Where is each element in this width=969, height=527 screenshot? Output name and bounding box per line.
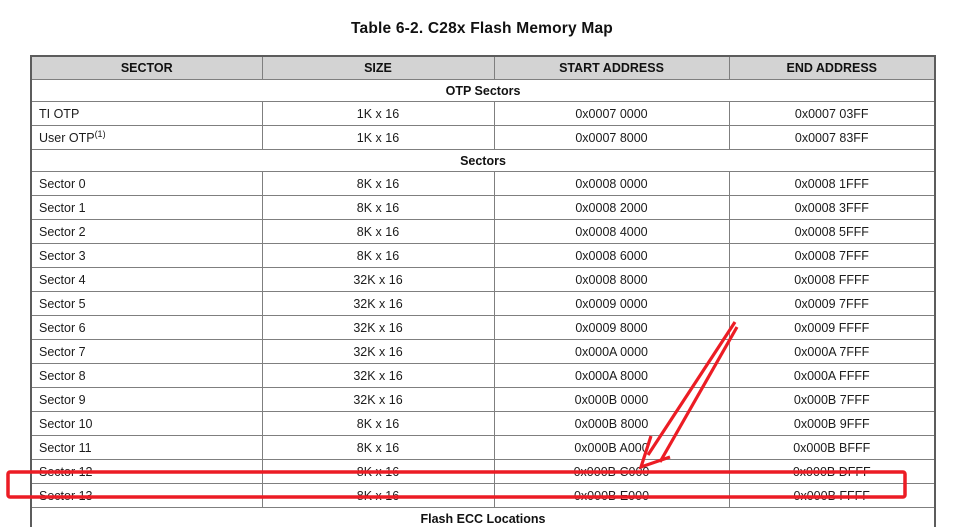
sector-cell: Sector 2: [30, 219, 263, 244]
size-cell: 32K x 16: [261, 291, 495, 316]
start-address-cell: 0x000B A000: [493, 435, 730, 460]
sector-cell: Sector 10: [30, 411, 263, 436]
column-header-end-address: END ADDRESS: [728, 55, 936, 80]
table-title: Table 6-2. C28x Flash Memory Map: [351, 20, 613, 37]
size-cell: 8K x 16: [261, 435, 495, 460]
column-header-start-address: START ADDRESS: [493, 55, 730, 80]
size-cell: 32K x 16: [261, 267, 495, 292]
sector-cell: Sector 1: [30, 195, 263, 220]
end-address-cell: 0x000B 7FFF: [728, 387, 936, 412]
start-address-cell: 0x000B C000: [493, 459, 730, 484]
section-label: OTP Sectors: [30, 79, 936, 102]
end-address-cell: 0x000A 7FFF: [728, 339, 936, 364]
start-address-cell: 0x0007 8000: [493, 125, 730, 150]
end-address-cell: 0x000B BFFF: [728, 435, 936, 460]
size-cell: 32K x 16: [261, 363, 495, 388]
start-address-cell: 0x0007 0000: [493, 101, 730, 126]
section-label: Sectors: [30, 149, 936, 172]
size-cell: 8K x 16: [261, 219, 495, 244]
start-address-cell: 0x000A 8000: [493, 363, 730, 388]
end-address-cell: 0x0008 1FFF: [728, 171, 936, 196]
size-cell: 1K x 16: [261, 101, 495, 126]
start-address-cell: 0x0008 2000: [493, 195, 730, 220]
sector-cell: Sector 11: [30, 435, 263, 460]
section-header-row: OTP Sectors: [30, 79, 936, 102]
start-address-cell: 0x000B E000: [493, 483, 730, 508]
size-cell: 8K x 16: [261, 243, 495, 268]
size-cell: 1K x 16: [261, 125, 495, 150]
sector-cell: Sector 6: [30, 315, 263, 340]
section-label: Flash ECC Locations: [30, 507, 936, 527]
footnote-marker: (1): [94, 128, 106, 139]
end-address-cell: 0x0008 FFFF: [728, 267, 936, 292]
start-address-cell: 0x000B 8000: [493, 411, 730, 436]
end-address-cell: 0x0007 83FF: [728, 125, 936, 150]
size-cell: 8K x 16: [261, 483, 495, 508]
sector-cell: TI OTP: [30, 101, 263, 126]
end-address-cell: 0x000B DFFF: [728, 459, 936, 484]
size-cell: 8K x 16: [261, 171, 495, 196]
end-address-cell: 0x0008 5FFF: [728, 219, 936, 244]
start-address-cell: 0x0009 8000: [493, 315, 730, 340]
sector-cell: Sector 0: [30, 171, 263, 196]
end-address-cell: 0x000A FFFF: [728, 363, 936, 388]
column-header-size: SIZE: [261, 55, 495, 80]
size-cell: 32K x 16: [261, 339, 495, 364]
sector-cell: Sector 3: [30, 243, 263, 268]
header-row: SECTOR SIZE START ADDRESS END ADDRESS: [30, 55, 936, 80]
sector-cell: Sector 12: [30, 459, 263, 484]
start-address-cell: 0x000B 0000: [493, 387, 730, 412]
sector-cell: Sector 5: [30, 291, 263, 316]
sector-cell: Sector 9: [30, 387, 263, 412]
size-cell: 8K x 16: [261, 459, 495, 484]
end-address-cell: 0x0008 7FFF: [728, 243, 936, 268]
start-address-cell: 0x000A 0000: [493, 339, 730, 364]
flash-memory-map-table: SECTOR SIZE START ADDRESS END ADDRESS OT…: [30, 55, 936, 527]
column-header-sector: SECTOR: [30, 55, 263, 80]
table-header: SECTOR SIZE START ADDRESS END ADDRESS: [30, 55, 936, 80]
section-header-row: Sectors: [30, 149, 936, 172]
sector-cell: Sector 8: [30, 363, 263, 388]
start-address-cell: 0x0008 4000: [493, 219, 730, 244]
start-address-cell: 0x0008 8000: [493, 267, 730, 292]
end-address-cell: 0x0009 7FFF: [728, 291, 936, 316]
sector-cell: User OTP(1): [30, 125, 263, 150]
end-address-cell: 0x0008 3FFF: [728, 195, 936, 220]
size-cell: 32K x 16: [261, 315, 495, 340]
start-address-cell: 0x0009 0000: [493, 291, 730, 316]
start-address-cell: 0x0008 0000: [493, 171, 730, 196]
end-address-cell: 0x000B FFFF: [728, 483, 936, 508]
start-address-cell: 0x0008 6000: [493, 243, 730, 268]
section-header-row: Flash ECC Locations: [30, 507, 936, 527]
end-address-cell: 0x000B 9FFF: [728, 411, 936, 436]
end-address-cell: 0x0009 FFFF: [728, 315, 936, 340]
end-address-cell: 0x0007 03FF: [728, 101, 936, 126]
sector-cell: Sector 7: [30, 339, 263, 364]
size-cell: 8K x 16: [261, 411, 495, 436]
sector-cell: Sector 4: [30, 267, 263, 292]
sector-cell: Sector 13: [30, 483, 263, 508]
size-cell: 8K x 16: [261, 195, 495, 220]
size-cell: 32K x 16: [261, 387, 495, 412]
